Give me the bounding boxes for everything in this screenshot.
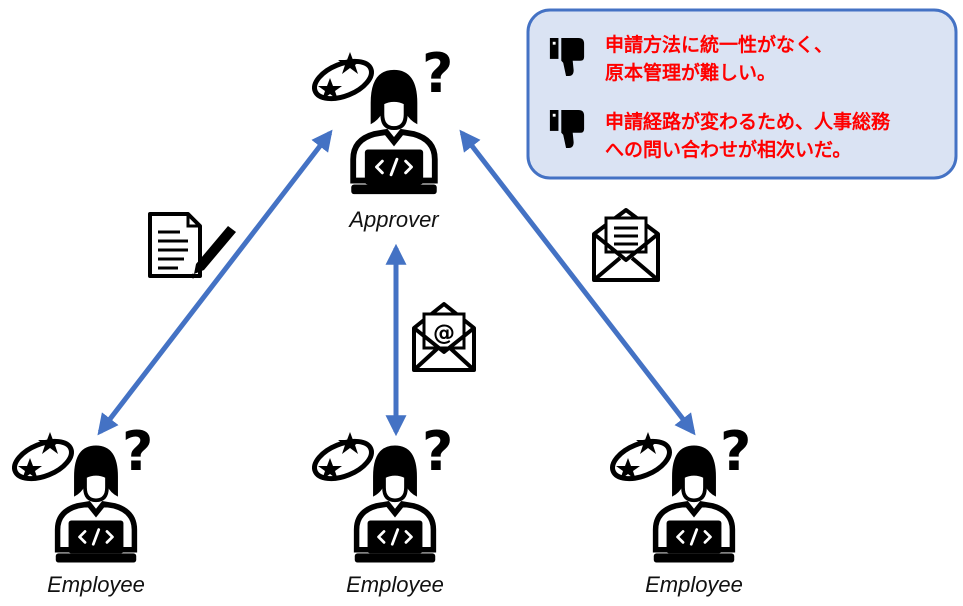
employee-node-center: ? Employee [309, 420, 453, 597]
dizzy-icon [9, 432, 77, 486]
employee-label: Employee [645, 572, 743, 597]
arrow-left-employee [97, 129, 333, 436]
callout-line-1: 申請方法に統一性がなく、 [605, 33, 833, 56]
dizzy-icon [309, 432, 377, 486]
approver-label: Approver [347, 207, 440, 232]
employee-label: Employee [47, 572, 145, 597]
svg-text:申請経路が変わるため、人事総務 への問い合わせが: 申請経路が変わるため、人事総務 への問い合わせが相次いだ。 [605, 110, 897, 161]
employee-node-left: ? Employee [9, 420, 153, 597]
question-mark-icon: ? [422, 42, 453, 105]
arrow-right-employee [459, 129, 696, 436]
callout-line-4: への問い合わせが相次いだ。 [605, 138, 851, 161]
question-mark-icon: ? [122, 420, 153, 483]
employee-label: Employee [346, 572, 444, 597]
approver-node: ? Approver [309, 42, 453, 232]
question-mark-icon: ? [720, 420, 751, 483]
envelope-letter-icon [592, 208, 660, 282]
dizzy-icon [607, 432, 675, 486]
svg-text:@: @ [433, 321, 455, 346]
question-mark-icon: ? [422, 420, 453, 483]
callout-line-2: 原本管理が難しい。 [605, 61, 776, 84]
email-at-icon: @ [412, 302, 476, 372]
employee-node-right: ? Employee [607, 420, 751, 597]
document-pen-icon [148, 212, 236, 279]
callout-line-3: 申請経路が変わるため、人事総務 [605, 110, 891, 133]
callout-box: 申請方法に統一性がなく、 原本管理が難しい。 申請経路が変わるため、人事総務 へ… [526, 8, 958, 180]
svg-text:申請方法に統一性がなく、 原本管理が難しい。: 申請方法に統一性がなく、 原本管理が難しい。 [605, 33, 840, 84]
dizzy-icon [309, 52, 377, 106]
